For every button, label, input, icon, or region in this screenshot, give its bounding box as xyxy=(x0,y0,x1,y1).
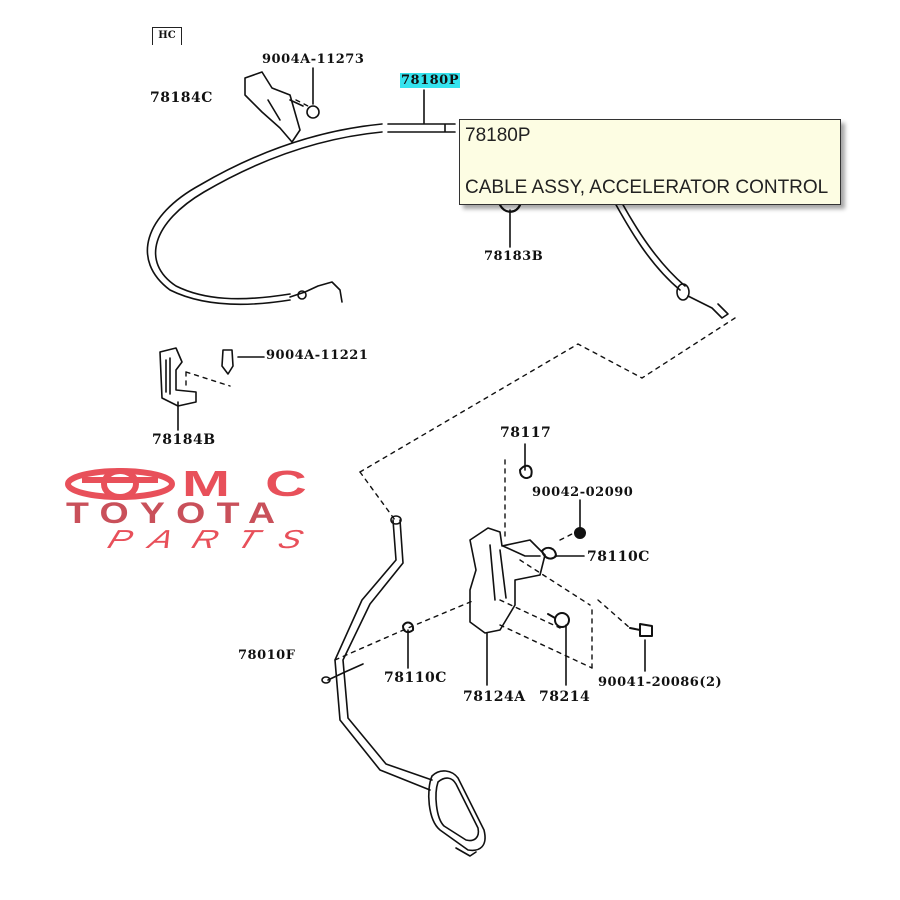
part-label-90041-20086[interactable]: 90041-20086(2) xyxy=(598,675,723,690)
tooltip-part-number: 78180P xyxy=(465,125,531,146)
cable-assy-drawing xyxy=(146,123,729,319)
fasteners-drawing xyxy=(402,464,653,637)
clip-78183b-drawing xyxy=(498,203,522,213)
watermark-logo: MC TOYOTA PARTS xyxy=(62,466,382,556)
part-label-78117[interactable]: 78117 xyxy=(500,425,552,441)
part-tooltip: 78180P CABLE ASSY, ACCELERATOR CONTROL xyxy=(459,119,841,205)
toyota-emblem-icon xyxy=(65,468,175,500)
part-label-78110c-lower[interactable]: 78110C xyxy=(384,670,447,686)
tooltip-description: CABLE ASSY, ACCELERATOR CONTROL xyxy=(465,177,829,198)
pedal-arm-78010f-drawing xyxy=(321,515,486,857)
watermark-omc: MC xyxy=(182,463,342,504)
leader-lines xyxy=(177,67,646,686)
watermark-parts: PARTS xyxy=(103,524,329,554)
part-label-78180p-selected[interactable]: 78180P xyxy=(400,73,461,88)
watermark-toyota: TOYOTA xyxy=(66,497,287,530)
dashed-guides xyxy=(185,99,736,669)
part-label-9004a-11273[interactable]: 9004A-11273 xyxy=(262,52,365,67)
part-label-78214[interactable]: 78214 xyxy=(539,689,591,705)
part-label-78110c-upper[interactable]: 78110C xyxy=(587,549,650,565)
pedal-bracket-78124a-drawing xyxy=(469,527,546,634)
part-label-78124a[interactable]: 78124A xyxy=(463,689,526,705)
part-label-9004a-11221[interactable]: 9004A-11221 xyxy=(266,348,369,363)
part-label-78010f[interactable]: 78010F xyxy=(238,648,296,663)
part-label-78184b[interactable]: 78184B xyxy=(152,432,216,448)
part-label-78184c[interactable]: 78184C xyxy=(150,90,213,106)
part-label-90042-02090[interactable]: 90042-02090 xyxy=(532,485,634,500)
section-code: HC xyxy=(152,27,182,45)
bracket-78184c-drawing xyxy=(244,71,320,143)
bracket-78184b-drawing xyxy=(159,347,234,407)
part-label-78183b[interactable]: 78183B xyxy=(484,249,544,264)
